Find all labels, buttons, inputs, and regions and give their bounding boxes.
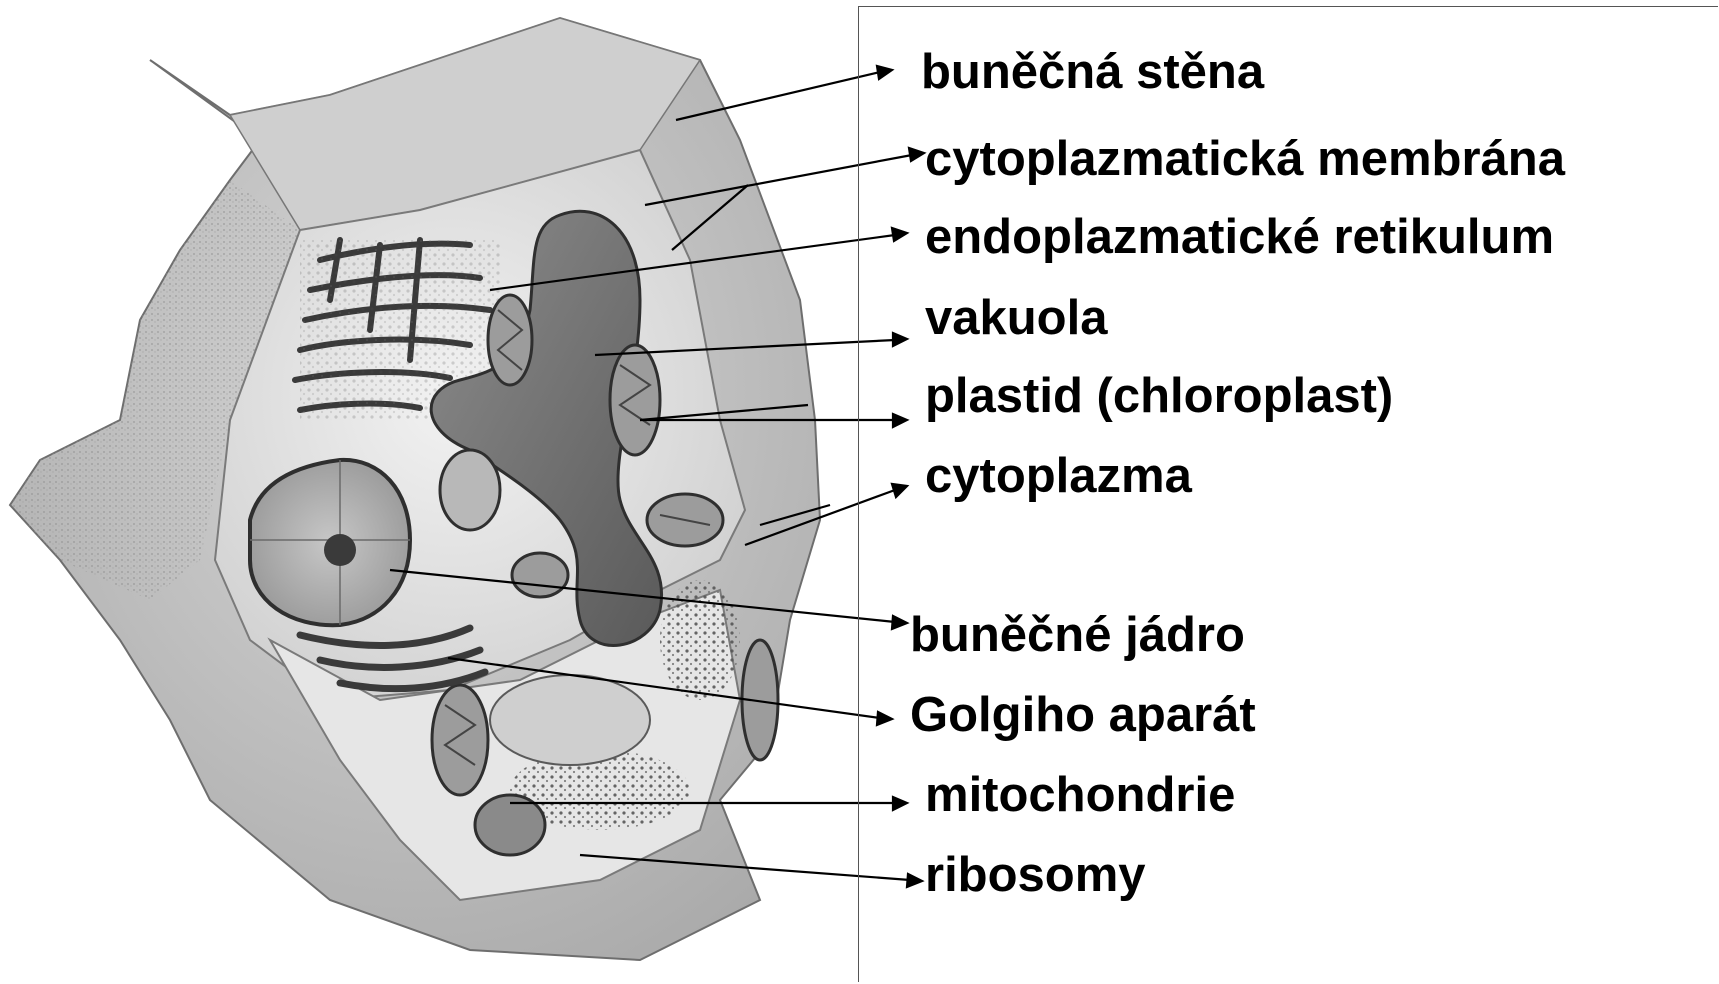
label-mitochondrie: mitochondrie bbox=[925, 771, 1235, 820]
label-golgiho-aparat: Golgiho aparát bbox=[910, 691, 1256, 740]
label-endoplazmaticke-retikulum: endoplazmatické retikulum bbox=[925, 213, 1554, 262]
label-bunecna-stena: buněčná stěna bbox=[921, 48, 1264, 97]
label-cytoplazma: cytoplazma bbox=[925, 452, 1192, 501]
label-vakuola: vakuola bbox=[925, 294, 1107, 343]
label-bunecne-jadro: buněčné jádro bbox=[910, 611, 1245, 660]
label-plastid: plastid (chloroplast) bbox=[925, 372, 1393, 421]
label-ribosomy: ribosomy bbox=[925, 851, 1146, 900]
label-cytoplazmaticka-membrana: cytoplazmatická membrána bbox=[925, 135, 1565, 184]
lower-vacuole-shape bbox=[490, 675, 650, 765]
nucleus-shape bbox=[250, 460, 410, 625]
